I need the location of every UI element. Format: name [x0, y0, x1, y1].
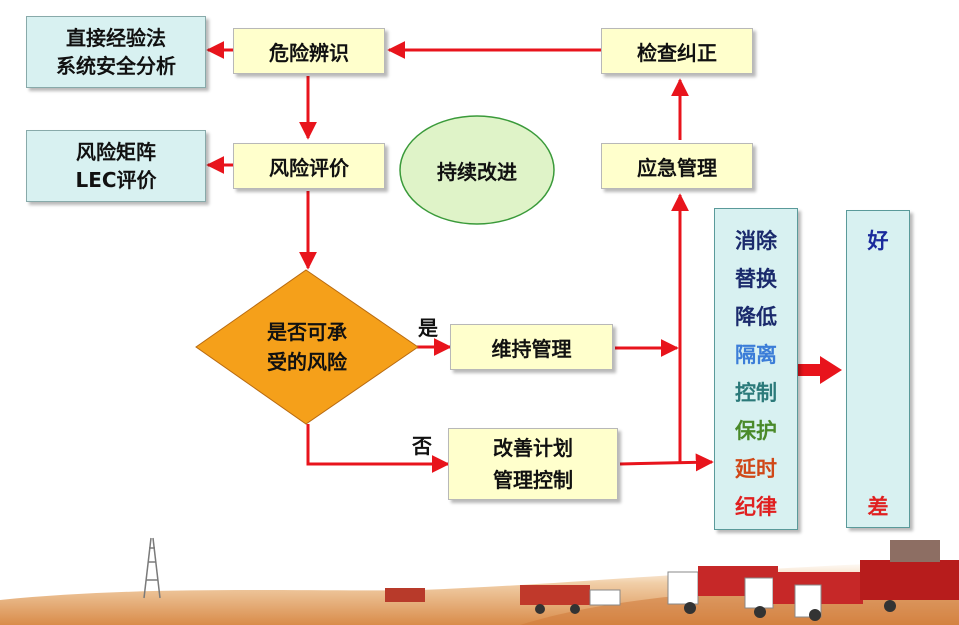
decision-diamond: [195, 269, 419, 425]
yes-label: 是: [418, 316, 438, 340]
risk-matrix-line2: LEC评价: [75, 168, 157, 192]
hazard-identification-box: 危险辨识: [233, 28, 385, 74]
improvement-plan-line1: 改善计划: [493, 436, 573, 460]
arrow-improve-to-controls: [619, 453, 714, 472]
control-item: 纪律: [735, 495, 777, 519]
improvement-plan-box: 改善计划 管理控制: [448, 428, 618, 500]
effectiveness-scale-box: 好 差: [846, 210, 910, 528]
arrow-no-to-improve: [306, 424, 450, 473]
hazard-identification-label: 危险辨识: [269, 40, 349, 65]
continuous-improvement-label-wrap: 持续改进: [400, 150, 554, 190]
no-label: 否: [412, 434, 432, 458]
direct-method-line1: 直接经验法: [66, 26, 166, 50]
maintain-management-label: 维持管理: [491, 336, 572, 361]
direct-method-line2: 系统安全分析: [56, 54, 176, 78]
continuous-improvement-ellipse: [399, 115, 555, 225]
control-item: 控制: [735, 381, 777, 405]
control-item: 延时: [735, 457, 777, 481]
decision-line2: 受的风险: [267, 350, 347, 374]
risk-matrix-box: 风险矩阵 LEC评价: [26, 130, 206, 202]
continuous-improvement-label: 持续改进: [437, 159, 517, 184]
control-item: 隔离: [735, 343, 777, 367]
control-item: 消除: [735, 229, 777, 253]
derrick-icon: [143, 537, 161, 599]
check-correct-box: 检查纠正: [601, 28, 753, 74]
risk-evaluation-label: 风险评价: [269, 155, 349, 180]
control-hierarchy-box: 消除替换降低隔离控制保护延时纪律: [714, 208, 798, 530]
scale-top-label: 好: [867, 229, 889, 253]
decision-text-wrap: 是否可承 受的风险: [236, 312, 378, 382]
emergency-management-label: 应急管理: [637, 155, 717, 180]
risk-evaluation-box: 风险评价: [233, 143, 385, 189]
control-item: 保护: [735, 419, 777, 443]
scale-bottom-label: 差: [867, 495, 889, 519]
check-correct-label: 检查纠正: [637, 40, 717, 65]
trucks-icon: [385, 540, 959, 621]
risk-matrix-line1: 风险矩阵: [76, 140, 156, 164]
decision-line1: 是否可承: [267, 320, 347, 344]
emergency-management-box: 应急管理: [601, 143, 753, 189]
control-item: 降低: [735, 305, 777, 329]
maintain-management-box: 维持管理: [450, 324, 613, 370]
control-item: 替换: [735, 267, 777, 291]
direct-method-box: 直接经验法 系统安全分析: [26, 16, 206, 88]
big-arrow-to-scale: [796, 356, 842, 384]
improvement-plan-line2: 管理控制: [493, 468, 573, 492]
